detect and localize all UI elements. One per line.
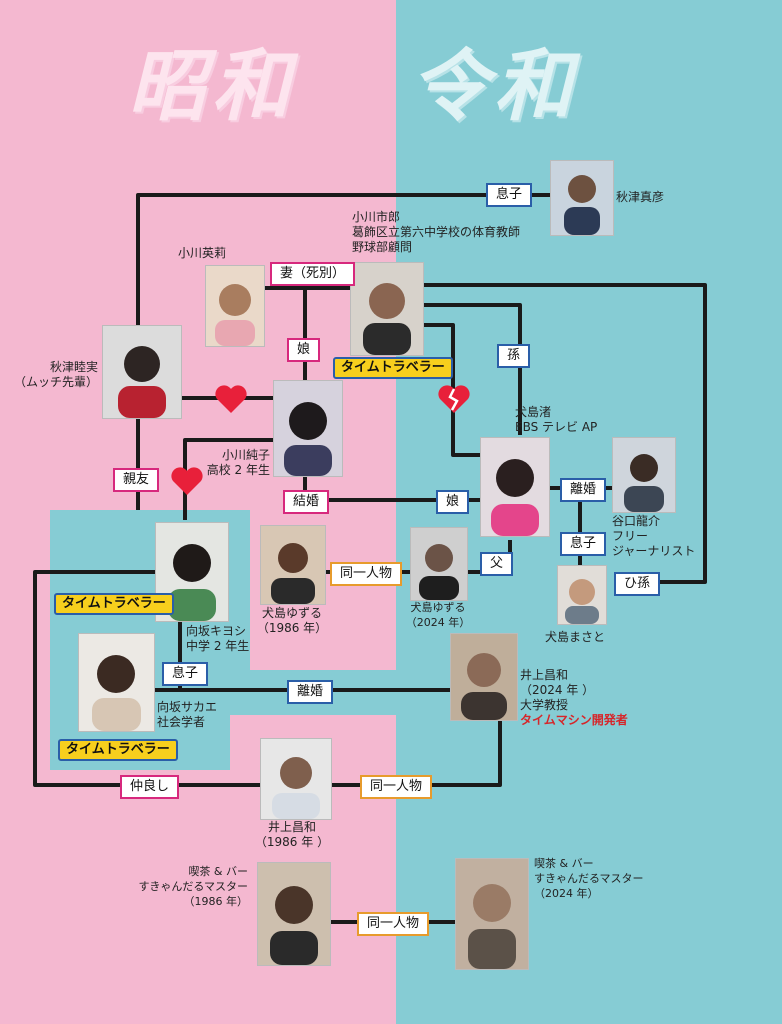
person-silhouette-icon [551, 161, 613, 235]
photo-ogawa-eri [205, 265, 265, 347]
photo-master-1986 [257, 862, 331, 966]
person-silhouette-icon [411, 528, 467, 600]
relation-daughter-nagisa: 娘 [436, 490, 470, 514]
heart-icon [215, 385, 247, 413]
photo-taniguchi [612, 437, 676, 513]
photo-ogawa-ichiro [350, 262, 424, 356]
relation-same-person-yuzuru: 同一人物 [330, 562, 403, 586]
label-ogawa-ichiro: 小川市郎 葛飾区立第六中学校の体育教師 野球部顧問 [352, 210, 521, 254]
heart-icon [171, 467, 203, 495]
relation-son-masato: 息子 [560, 532, 607, 556]
relation-divorce-nagisa: 離婚 [560, 478, 607, 502]
photo-inujima-yuzuru-2024 [410, 527, 468, 601]
reiwa-title: 令和 [410, 42, 579, 132]
photo-inoue-1986 [260, 738, 332, 820]
label-ogawa-junko: 小川純子 高校 2 年生 [206, 448, 270, 477]
badge-time-traveler-sakae: タイムトラベラー [58, 739, 178, 761]
photo-ogawa-junko [273, 380, 343, 477]
relation-divorce-sakae: 離婚 [287, 680, 334, 704]
label-inujima-nagisa: 犬島渚 EBS テレビ AP [515, 405, 598, 434]
person-silhouette-icon [258, 863, 330, 965]
photo-inujima-masato [557, 565, 607, 625]
person-silhouette-icon [79, 634, 154, 731]
photo-akitsu-masahiko [550, 160, 614, 236]
label-mukaisaka-kiyoshi: 向坂キヨシ 中学 2 年生 [186, 624, 250, 653]
label-master-1986: 喫茶 & バー すきゃんだるマスター （1986 年） [138, 865, 248, 908]
person-silhouette-icon [351, 263, 423, 355]
person-silhouette-icon [613, 438, 675, 512]
showa-title: 昭和 [128, 42, 297, 132]
label-inoue-1986: 井上昌和 （1986 年 ） [254, 820, 330, 849]
person-silhouette-icon [261, 739, 331, 819]
relation-daughter-junko: 娘 [287, 338, 321, 362]
person-silhouette-icon [451, 634, 517, 720]
person-silhouette-icon [206, 266, 264, 346]
relation-best-friend: 親友 [113, 468, 160, 492]
relation-close-friends: 仲良し [120, 775, 180, 799]
label-inujima-yuzuru-2024: 犬島ゆずる （2024 年） [405, 601, 471, 629]
person-silhouette-icon [156, 523, 228, 621]
relation-son-akitsu: 息子 [486, 183, 533, 207]
relation-grandchild: 孫 [497, 344, 531, 368]
label-master-2024: 喫茶 & バー すきゃんだるマスター （2024 年） [534, 857, 644, 900]
relation-great-grandchild: ひ孫 [614, 572, 661, 596]
label-akitsu-masahiko: 秋津真彦 [616, 190, 665, 204]
person-silhouette-icon [456, 859, 528, 969]
person-silhouette-icon [481, 438, 549, 536]
photo-inoue-2024 [450, 633, 518, 721]
label-inujima-yuzuru-1986: 犬島ゆずる （1986 年） [256, 606, 328, 635]
label-taniguchi: 谷口龍介 フリー ジャーナリスト [612, 514, 696, 558]
badge-time-traveler-ichiro: タイムトラベラー [333, 357, 453, 379]
photo-inujima-yuzuru-1986 [260, 525, 326, 605]
relation-father: 父 [480, 552, 514, 576]
relation-marriage: 結婚 [283, 490, 330, 514]
photo-inujima-nagisa [480, 437, 550, 537]
broken-heart-icon [438, 385, 470, 413]
photo-mukaisaka-kiyoshi [155, 522, 229, 622]
relation-same-person-master: 同一人物 [357, 912, 430, 936]
relation-son-kiyoshi: 息子 [162, 662, 209, 686]
photo-master-2024 [455, 858, 529, 970]
label-mukaisaka-sakae: 向坂サカエ 社会学者 [157, 700, 218, 729]
photo-akitsu-mutsumi [102, 325, 182, 419]
person-silhouette-icon [261, 526, 325, 604]
label-inujima-masato: 犬島まさと [545, 630, 606, 644]
person-silhouette-icon [103, 326, 181, 418]
label-akitsu-mutsumi: 秋津睦実 （ムッチ先輩） [13, 360, 98, 389]
label-inoue-2024: 井上昌和 （2024 年 ） 大学教授 タイムマシン開発者 [520, 668, 628, 727]
person-silhouette-icon [558, 566, 606, 624]
badge-time-traveler-kiyoshi: タイムトラベラー [54, 593, 174, 615]
label-ogawa-eri: 小川英莉 [178, 246, 227, 260]
person-silhouette-icon [274, 381, 342, 476]
relation-same-person-inoue: 同一人物 [360, 775, 433, 799]
photo-mukaisaka-sakae [78, 633, 155, 732]
relation-wife: 妻（死別） [270, 262, 356, 286]
